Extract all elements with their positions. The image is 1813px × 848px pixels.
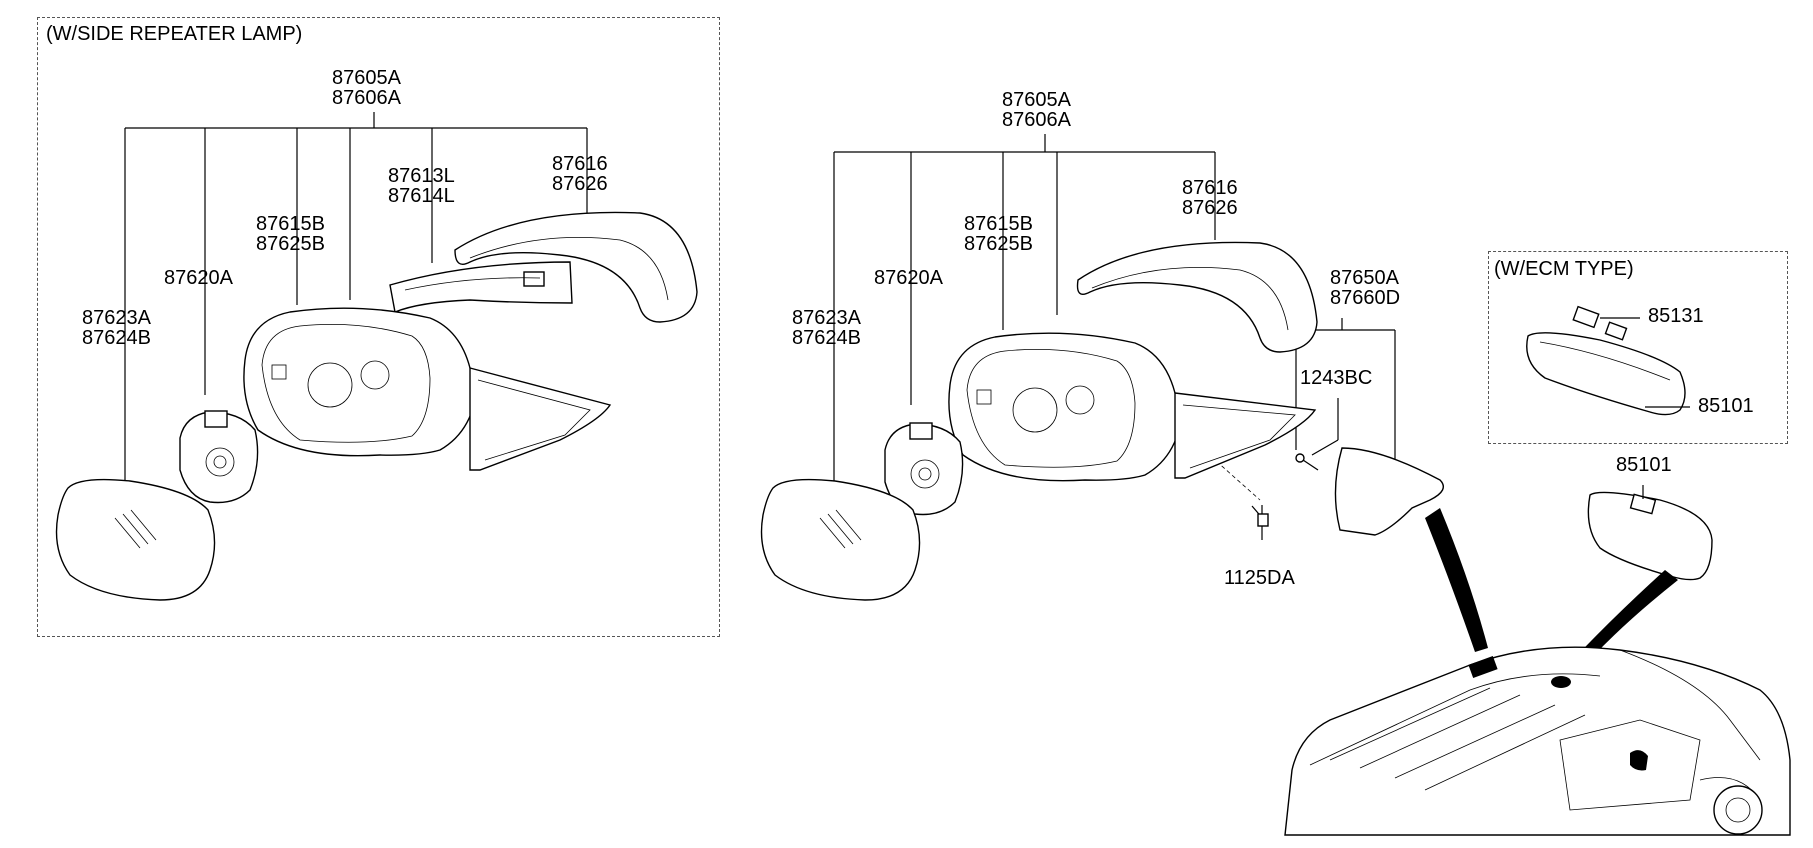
inside-mirror-label: 85101 bbox=[1616, 454, 1672, 476]
ecm-type-group-box bbox=[1488, 251, 1788, 444]
left-cover-label-b: 87626 bbox=[552, 173, 608, 195]
middle-cover-label-b: 87626 bbox=[1182, 197, 1238, 219]
left-repeater-label-a: 87613L bbox=[388, 165, 455, 187]
ecm-inside-mirror bbox=[1526, 305, 1690, 416]
side-repeater-group-caption: (W/SIDE REPEATER LAMP) bbox=[46, 23, 303, 45]
middle-housing-label-a: 87615B bbox=[964, 213, 1033, 235]
left-mirror-housing bbox=[243, 307, 612, 471]
middle-mirror-housing bbox=[948, 332, 1317, 482]
left-repeater-lamp bbox=[389, 261, 573, 313]
left-mirror-glass bbox=[55, 478, 216, 601]
left-mirror-actuator bbox=[179, 410, 259, 504]
middle-leader-lines bbox=[833, 134, 1396, 540]
inside-rear-mirror bbox=[1587, 485, 1713, 581]
left-assy-label-a: 87605A bbox=[332, 67, 401, 89]
ecm-harness-label: 85131 bbox=[1648, 305, 1704, 327]
screw-label: 1243BC bbox=[1300, 367, 1373, 389]
left-mirror-cover bbox=[454, 211, 698, 323]
middle-assy-label-b: 87606A bbox=[1002, 109, 1071, 131]
vehicle-outline bbox=[1284, 646, 1791, 836]
left-cover-label-a: 87616 bbox=[552, 153, 608, 175]
garnish-label-a: 87650A bbox=[1330, 267, 1399, 289]
garnish-label-b: 87660D bbox=[1330, 287, 1401, 309]
left-actuator-label: 87620A bbox=[164, 267, 233, 289]
middle-mirror-glass bbox=[760, 478, 921, 601]
left-glass-label-b: 87624B bbox=[82, 327, 151, 349]
left-housing-label-a: 87615B bbox=[256, 213, 325, 235]
screw-1243bc bbox=[1295, 453, 1319, 471]
ecm-group-caption: (W/ECM TYPE) bbox=[1494, 258, 1634, 280]
middle-assy-label-a: 87605A bbox=[1002, 89, 1071, 111]
bolt-1125da bbox=[1251, 505, 1269, 527]
left-leader-lines bbox=[124, 112, 588, 485]
middle-glass-label-b: 87624B bbox=[792, 327, 861, 349]
mirror-garnish bbox=[1334, 447, 1444, 536]
middle-mirror-cover bbox=[1076, 241, 1318, 353]
left-glass-label-a: 87623A bbox=[82, 307, 151, 329]
bolt-label: 1125DA bbox=[1224, 567, 1295, 589]
left-repeater-label-b: 87614L bbox=[388, 185, 455, 207]
middle-actuator-label: 87620A bbox=[874, 267, 943, 289]
left-housing-label-b: 87625B bbox=[256, 233, 325, 255]
side-repeater-group-box bbox=[37, 17, 720, 637]
middle-housing-label-b: 87625B bbox=[964, 233, 1033, 255]
middle-mirror-actuator bbox=[884, 422, 964, 516]
middle-cover-label-a: 87616 bbox=[1182, 177, 1238, 199]
ecm-mirror-label: 85101 bbox=[1698, 395, 1754, 417]
middle-glass-label-a: 87623A bbox=[792, 307, 861, 329]
left-assy-label-b: 87606A bbox=[332, 87, 401, 109]
